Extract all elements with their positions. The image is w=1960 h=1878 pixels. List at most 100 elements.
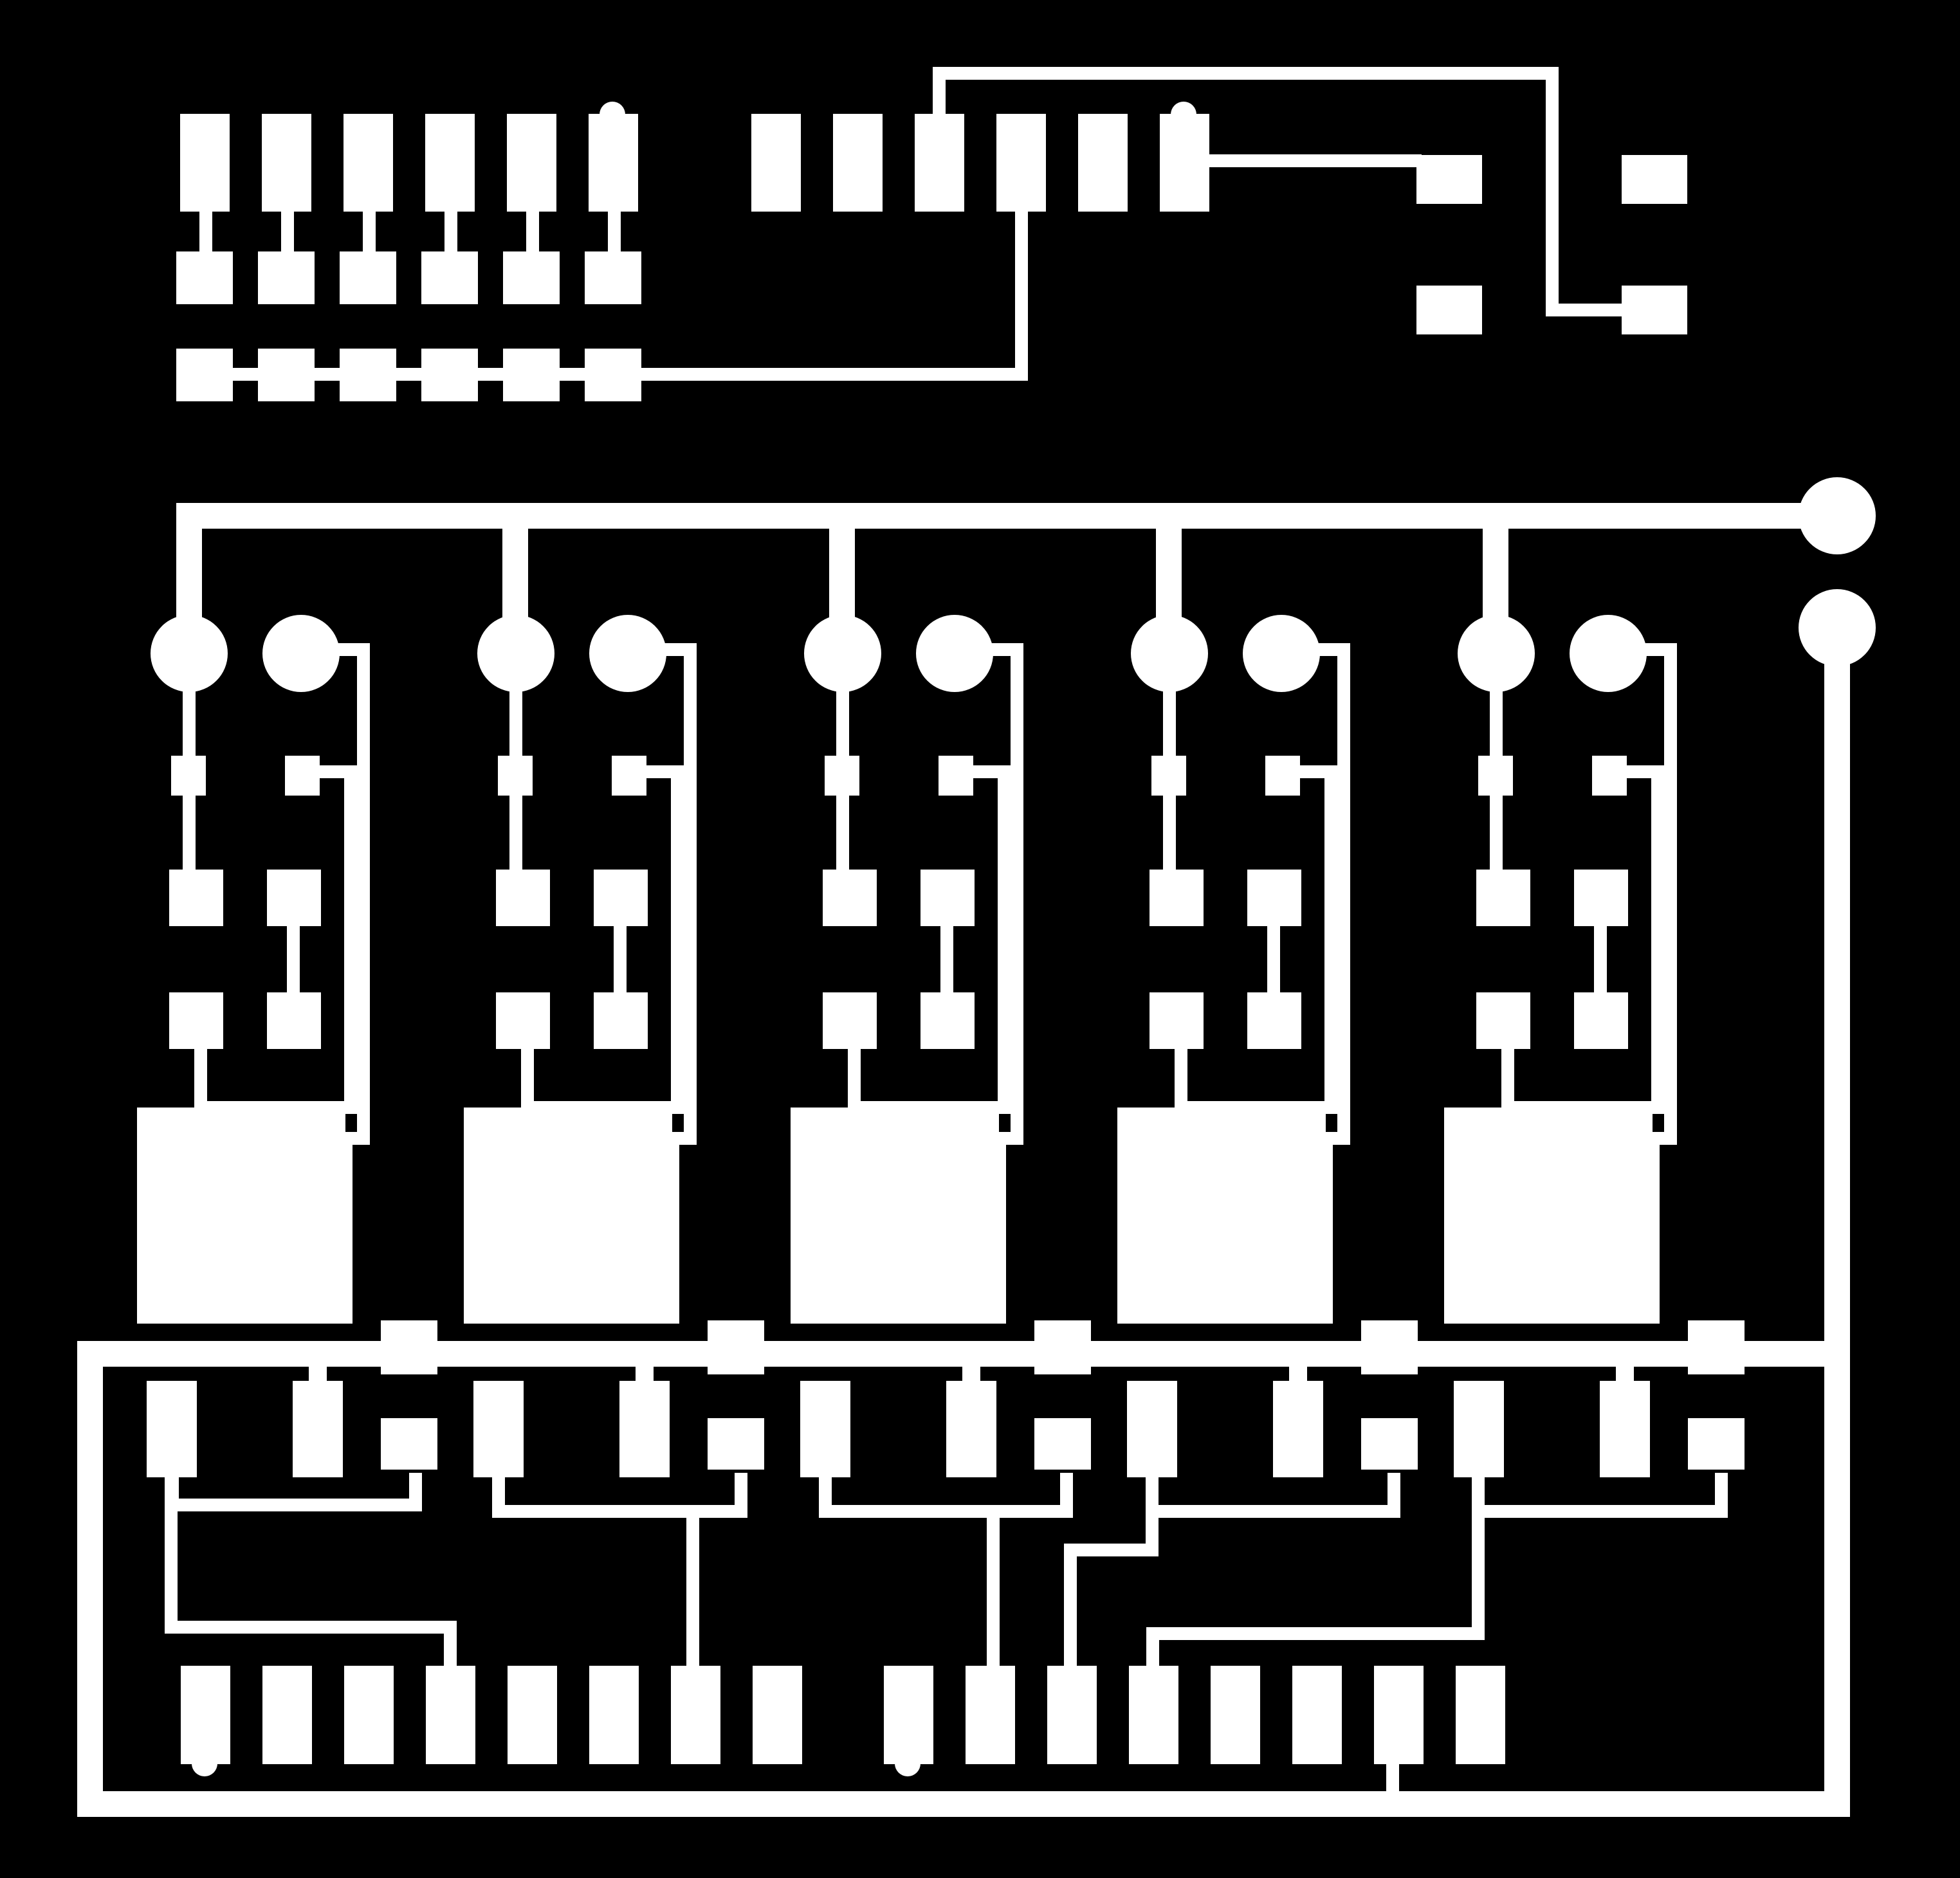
mosfet-tab (309, 1360, 327, 1386)
smd-pad (496, 870, 550, 926)
smd-pad (285, 756, 320, 796)
diode-pad (381, 1418, 437, 1470)
bottom-header-pad (671, 1666, 720, 1764)
mosfet-pad (147, 1381, 197, 1477)
bottom-header-pad (753, 1666, 802, 1764)
switch-pad (1622, 286, 1687, 334)
trace (628, 643, 697, 1145)
trace (1175, 765, 1337, 1114)
smd-pad (823, 992, 877, 1049)
trace (825, 1505, 1000, 1666)
mosfet-block-5 (1454, 1320, 1745, 1477)
bottom-header-pad-notch (192, 1751, 217, 1776)
top-traces (640, 67, 1624, 381)
smd-pad (825, 756, 859, 796)
bottom-header-pad (1456, 1666, 1505, 1764)
switch-pad (1622, 155, 1687, 204)
header-pad-notch (600, 102, 625, 127)
power-pad (1117, 1108, 1333, 1324)
power-pad (464, 1108, 679, 1324)
power-pad (137, 1108, 353, 1324)
trace (1281, 643, 1350, 1145)
bottom-traces (165, 1473, 1728, 1804)
mosfet-pad (946, 1381, 996, 1477)
switch-pad (1416, 286, 1482, 334)
bottom-header-pad (1047, 1666, 1097, 1764)
bottom-header-pad (262, 1666, 312, 1764)
resistor-pad (421, 251, 478, 304)
trace (955, 643, 1023, 1145)
header-pad (1160, 114, 1209, 212)
smd-pad (594, 870, 648, 926)
smd-pad (1476, 992, 1530, 1049)
bus-pad (1361, 1320, 1418, 1374)
trace (933, 67, 1624, 316)
diode-pad (1361, 1418, 1418, 1470)
trace (1146, 1511, 1485, 1666)
resistor-link (199, 212, 212, 251)
mosfet-pad (1127, 1381, 1177, 1477)
mosfet-tab (636, 1360, 654, 1386)
tactile-switch (1416, 155, 1687, 334)
trace (1064, 1473, 1159, 1666)
bottom-header-pad (426, 1666, 475, 1764)
mosfet-tab (1616, 1360, 1634, 1386)
smd-pad (823, 870, 877, 926)
power-pad (1444, 1108, 1660, 1324)
header-pad (343, 114, 393, 212)
mosfet-pad (619, 1381, 670, 1477)
driver-channel-5 (1444, 615, 1677, 1324)
mosfet-block-3 (800, 1320, 1091, 1477)
power-terminal-pad (1799, 477, 1876, 554)
resistor-pad (340, 251, 396, 304)
bus-pad (1688, 1320, 1745, 1374)
resistor-pad (585, 251, 641, 304)
mosfet-row (147, 1320, 1745, 1477)
trace (165, 1473, 457, 1666)
header-pad (751, 114, 801, 212)
header-pad (915, 114, 964, 212)
header-pad-notch (1171, 102, 1196, 127)
smd-pad (1574, 870, 1628, 926)
resistor-link (444, 212, 457, 251)
diode-pad (708, 1418, 764, 1470)
header-pad (833, 114, 883, 212)
smd-pad (498, 756, 533, 796)
trace (194, 765, 357, 1114)
mosfet-block-1 (147, 1320, 437, 1477)
smd-pad (1574, 992, 1628, 1049)
smd-pad (1149, 870, 1204, 926)
header-pad (180, 114, 230, 212)
smd-pad (612, 756, 646, 796)
mosfet-block-4 (1127, 1320, 1418, 1477)
driver-channel-1 (137, 615, 370, 1324)
trace (1608, 643, 1677, 1145)
smd-pad (267, 992, 321, 1049)
trace (301, 643, 370, 1145)
trace (521, 765, 684, 1114)
diode-pad (1688, 1418, 1745, 1470)
header-pad-row (180, 102, 1209, 212)
mosfet-tab (962, 1360, 980, 1386)
bus-pad (381, 1320, 437, 1374)
resistor-link (608, 212, 621, 251)
mosfet-pad (1600, 1381, 1650, 1477)
trace (1472, 1473, 1728, 1518)
mosfet-block-2 (473, 1320, 764, 1477)
resistor-pad (176, 251, 233, 304)
bottom-header-pad (181, 1666, 230, 1764)
bottom-header-pad-notch (895, 1751, 920, 1776)
driver-channel-3 (791, 615, 1023, 1324)
smd-pad (920, 870, 975, 926)
trace (640, 212, 1028, 381)
ground-return-trace (77, 628, 1850, 1817)
smd-pad (1247, 870, 1301, 926)
smd-pad (1265, 756, 1300, 796)
driver-channel-4 (1117, 615, 1350, 1324)
bottom-header-pad (1292, 1666, 1342, 1764)
mosfet-pad (473, 1381, 524, 1477)
driver-channel-2 (464, 615, 697, 1324)
smd-pad (939, 756, 973, 796)
bus-pad (1034, 1320, 1091, 1374)
